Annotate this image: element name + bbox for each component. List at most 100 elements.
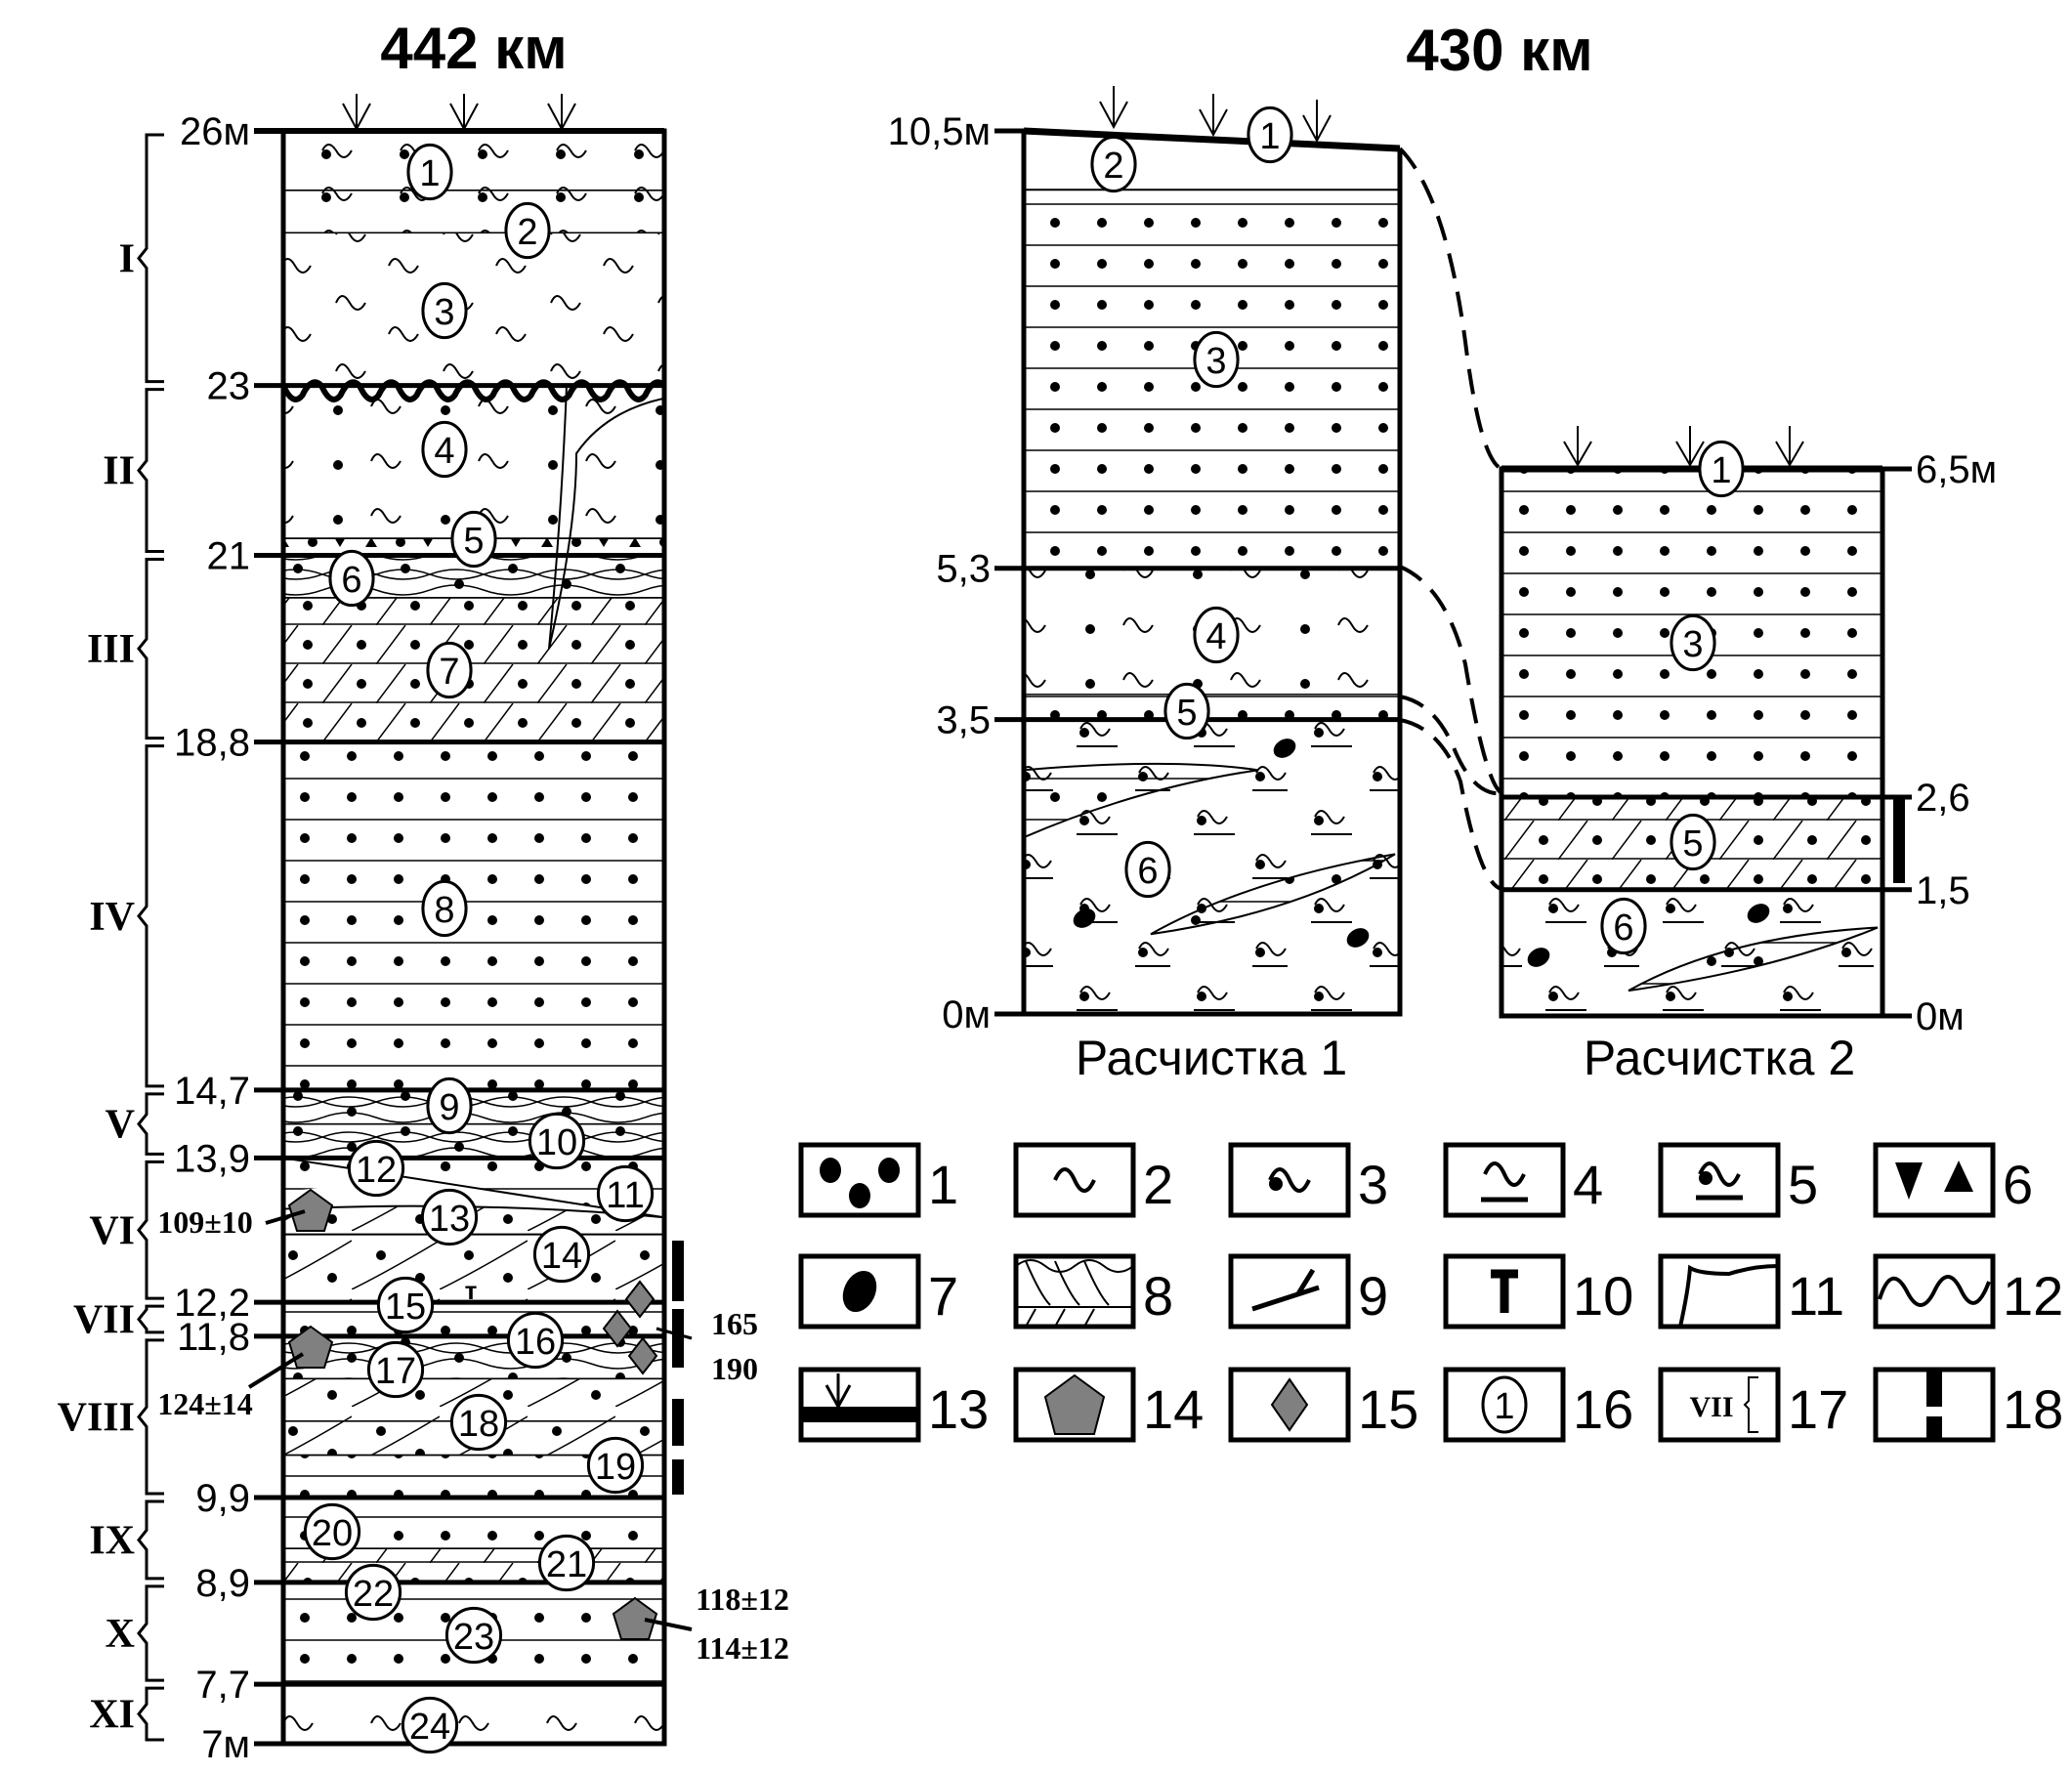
bar: [1926, 1370, 1942, 1407]
layer-number-circle: [401, 1696, 459, 1754]
pentagon-marker-icon: [287, 1188, 334, 1232]
layer-number-text: 3: [1682, 624, 1703, 665]
date-label: 124±14: [157, 1386, 253, 1421]
sample-interval-bar: [672, 1241, 684, 1301]
correlation-line: [1398, 147, 1503, 471]
layer-number-6: 6: [328, 549, 375, 608]
layer-number-text: 19: [595, 1447, 636, 1488]
layer-number-10: 10: [528, 1112, 586, 1170]
layer-number-circle: [506, 1311, 565, 1370]
plant-remains-icon: [1251, 1268, 1320, 1312]
layer-number-circle: [366, 1340, 425, 1399]
layer-number-text: 20: [312, 1513, 353, 1554]
t-mark-icon: т: [465, 1276, 478, 1305]
layer-number-1: 1: [406, 143, 453, 201]
unit-bracket: [137, 557, 164, 740]
layer-number-text: 2: [517, 212, 537, 253]
date-label: 114±12: [696, 1630, 789, 1666]
layer-number-text: 23: [453, 1617, 494, 1658]
layer-number-text: 17: [375, 1351, 416, 1392]
unit-bracket: [137, 1686, 164, 1742]
unit-label-VI: VI: [89, 1208, 135, 1253]
layer-number-text: 1: [419, 153, 440, 194]
arrow: [825, 1373, 852, 1411]
layer-number-6: 6: [1600, 897, 1647, 955]
depth-label: 5,3: [936, 548, 991, 591]
layer-number-circle: [1698, 440, 1745, 498]
layer-number-circle: [344, 1563, 402, 1622]
layer-16: [282, 1335, 665, 1380]
unit-bracket: [137, 388, 164, 553]
legend-item-8: 8: [1013, 1253, 1173, 1330]
layer-number-circle: [450, 510, 497, 569]
legend-item-3: 3: [1228, 1142, 1388, 1218]
layer-number-19: 19: [586, 1436, 645, 1495]
layer-number-20: 20: [303, 1502, 361, 1561]
layer-number-2: 2: [1090, 135, 1137, 193]
layer-number-circle: [1247, 106, 1293, 164]
frost-wedge-icon: [1678, 1264, 1779, 1328]
legend-number: 13: [928, 1378, 989, 1440]
layer-number-text: 10: [536, 1122, 577, 1163]
date-label: 118±12: [696, 1582, 789, 1617]
diamond-marker-icon: [602, 1309, 633, 1348]
layer-number-circle: [444, 1606, 503, 1665]
layer-number-8: 8: [421, 879, 468, 938]
sample-interval-bar: [672, 1309, 684, 1368]
legend-box: [798, 1367, 921, 1443]
circle: [1481, 1375, 1528, 1434]
layer-number-16: 16: [506, 1311, 565, 1370]
legend-item-14: 14: [1013, 1367, 1204, 1443]
unit-bracket-icon: VII: [1689, 1376, 1758, 1433]
layer-number-text: 6: [1137, 851, 1158, 892]
layer-number-circle: [1670, 813, 1716, 871]
layer-number-text: 21: [546, 1544, 587, 1585]
layer-2: [282, 190, 665, 234]
dot: [849, 1183, 870, 1208]
unit-label-III: III: [87, 627, 135, 672]
soil-surface-arrow-icon: [449, 94, 479, 132]
legend-item-11: 11: [1658, 1253, 1844, 1330]
layer-number-text: 8: [434, 890, 454, 931]
section-title-442: 442 км: [380, 16, 567, 81]
unit-label-IX: IX: [89, 1518, 135, 1563]
depth-label: 14,7: [174, 1070, 250, 1113]
soil-surface-arrow-icon: [1563, 426, 1592, 467]
layer-8: [282, 740, 665, 1091]
soil-surface-arrow-icon: [1775, 426, 1804, 467]
unit-label-VIII: VIII: [58, 1395, 135, 1440]
layer-number-text: 1: [1711, 450, 1731, 491]
unit-bracket: [137, 1160, 164, 1300]
diamond-marker-icon: [627, 1336, 658, 1375]
legend-item-15: 15: [1228, 1367, 1418, 1443]
layer-24: [282, 1683, 665, 1745]
layer-number-12: 12: [347, 1139, 405, 1198]
unit-bracket: [137, 133, 164, 384]
date-label: 109±10: [157, 1204, 253, 1240]
pebble-icon: [1527, 948, 1550, 967]
soil-surface-arrow-icon: [1199, 94, 1228, 138]
layer-number-text: 7: [439, 652, 459, 693]
legend-number: 2: [1143, 1154, 1173, 1215]
t-mark: [1491, 1269, 1518, 1313]
section-442km: 26м232118,814,713,912,211,89,98,97,77мII…: [58, 94, 789, 1766]
layer-number-circle: [376, 1276, 435, 1334]
legend-box: [1443, 1253, 1566, 1330]
wave: [1483, 1161, 1526, 1187]
layer-number-3: 3: [1193, 330, 1240, 389]
soil-surface-arrow-icon: [1302, 100, 1332, 144]
caption-rasch-1: Расчистка 1: [1076, 1031, 1347, 1085]
layer-number-21: 21: [537, 1534, 596, 1592]
sample-interval-bar: [672, 1399, 684, 1446]
layer-3: [282, 232, 665, 387]
pebble-icon: [1273, 739, 1296, 758]
depth-label: 21: [207, 534, 251, 577]
wavy-boundary-icon: [1878, 1275, 1991, 1307]
wedge: [1678, 1264, 1779, 1328]
dot: [1699, 1171, 1713, 1185]
pebble: [842, 1270, 877, 1313]
pattern: [1015, 1259, 1134, 1328]
pebble-icon: [842, 1270, 877, 1313]
